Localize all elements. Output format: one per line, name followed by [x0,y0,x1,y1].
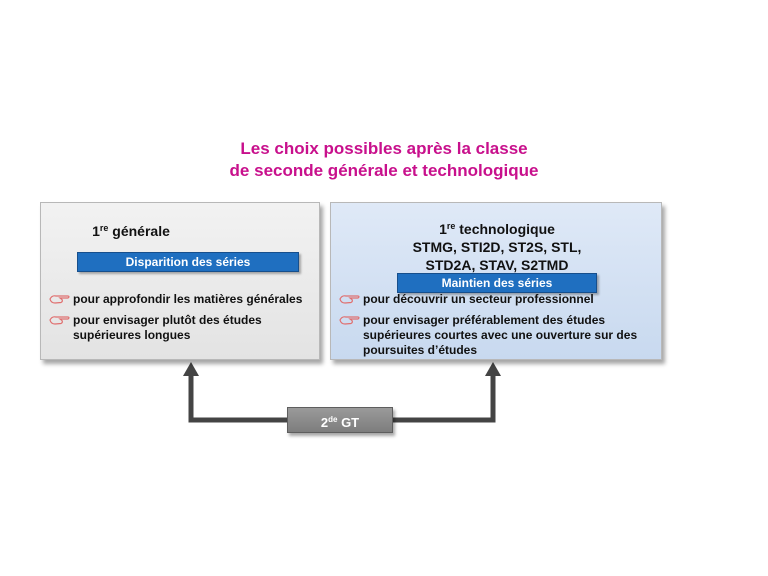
right-box-bullets: pour découvrir un secteur professionnel … [337,292,659,364]
pointing-hand-icon [339,295,360,304]
origin-superscript: de [328,415,338,424]
pointing-hand-icon [49,295,70,304]
list-item: pour envisager plutôt des études supérie… [47,313,315,343]
series-line-1: STMG, STI2D, ST2S, STL, [412,239,582,255]
arrowhead-right [485,362,501,376]
left-box-bullets: pour approfondir les matières générales … [47,292,315,349]
title-line-2: de seconde générale et technologique [229,161,539,180]
right-box-badge: Maintien des séries [397,273,597,293]
heading-text: technologique [455,221,555,237]
bullet-text: pour approfondir les matières générales [73,292,303,306]
right-box-heading: 1re technologique STMG, STI2D, ST2S, STL… [331,217,663,274]
pointing-hand-icon [339,316,360,325]
left-box-heading: 1re générale [41,219,221,240]
title-line-1: Les choix possibles après la classe [240,139,528,158]
origin-text: GT [337,415,360,430]
heading-superscript: re [446,221,456,231]
slide-title: Les choix possibles après la classe de s… [0,138,768,182]
box-premiere-generale: 1re générale Disparition des séries pour… [40,202,320,360]
connector-left-path [188,376,287,423]
pointing-hand-icon [49,316,70,325]
list-item: pour découvrir un secteur professionnel [337,292,659,307]
origin-number: 2 [320,415,329,430]
list-item: pour approfondir les matières générales [47,292,315,307]
list-item: pour envisager préférablement des études… [337,313,659,358]
box-premiere-technologique: 1re technologique STMG, STI2D, ST2S, STL… [330,202,662,360]
bullet-text: pour envisager préférablement des études… [363,313,638,357]
bullet-text: pour découvrir un secteur professionnel [363,292,594,306]
right-heading-line: 1re technologique [331,217,663,238]
origin-seconde-gt: 2de GT [287,407,393,433]
left-box-badge: Disparition des séries [77,252,299,272]
arrowhead-left [183,362,199,376]
series-line-2: STD2A, STAV, S2TMD [425,257,569,273]
heading-number: 1 [92,223,100,239]
bullet-text: pour envisager plutôt des études supérie… [73,313,262,342]
heading-text: générale [108,223,170,239]
heading-number: 1 [439,221,447,237]
connector-right-path [393,376,496,423]
heading-superscript: re [99,223,109,233]
